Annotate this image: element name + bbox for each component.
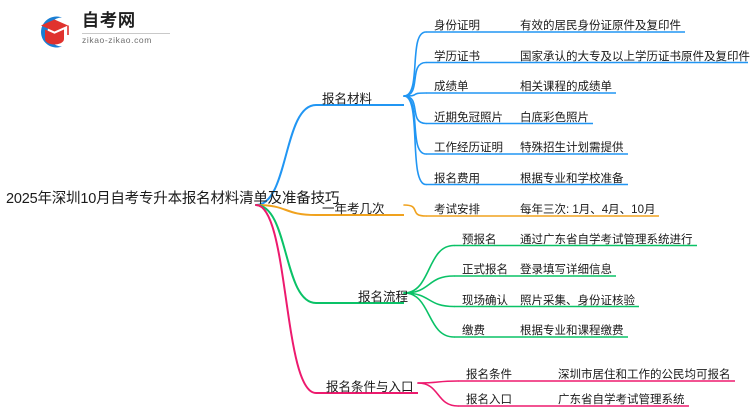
child-label-4-2[interactable]: 报名入口 — [466, 394, 512, 406]
branch-label-1[interactable]: 报名材料 — [322, 92, 373, 106]
child-label-1-1[interactable]: 身份证明 — [434, 20, 480, 32]
child-label-1-3[interactable]: 成绩单 — [434, 81, 469, 93]
child-label-1-5[interactable]: 工作经历证明 — [434, 142, 503, 154]
child-label-3-3[interactable]: 现场确认 — [462, 294, 508, 307]
zikao-graduation-cap-logo-icon — [41, 16, 69, 48]
branch-label-2[interactable]: 一年考几次 — [322, 202, 385, 216]
child-value-3-4: 根据专业和课程缴费 — [520, 325, 624, 337]
child-label-1-6[interactable]: 报名费用 — [434, 172, 480, 185]
root-node-label: 2025年深圳10月自考专升本报名材料清单及准备技巧 — [6, 191, 340, 207]
site-logo: 自考网 zikao-zikao.com — [30, 8, 170, 56]
child-label-3-2[interactable]: 正式报名 — [462, 264, 508, 276]
logo-text: 自考网 zikao-zikao.com — [82, 11, 172, 45]
child-label-3-1[interactable]: 预报名 — [462, 233, 497, 246]
child-label-1-2[interactable]: 学历证书 — [434, 50, 480, 63]
child-value-1-5: 特殊招生计划需提供 — [520, 142, 624, 154]
logo-domain: zikao-zikao.com — [82, 35, 152, 45]
branch-label-3[interactable]: 报名流程 — [358, 290, 409, 304]
child-label-1-4[interactable]: 近期免冠照片 — [434, 111, 503, 124]
child-value-1-3: 相关课程的成绩单 — [520, 81, 612, 93]
child-value-1-6: 根据专业和学校准备 — [520, 172, 624, 185]
logo-divider — [82, 33, 170, 34]
child-label-4-1[interactable]: 报名条件 — [466, 369, 512, 381]
child-value-1-2: 国家承认的大专及以上学历证书原件及复印件 — [520, 50, 750, 63]
child-value-3-2: 登录填写详细信息 — [520, 264, 612, 276]
child-label-3-4[interactable]: 缴费 — [462, 325, 485, 337]
logo-title: 自考网 — [82, 11, 136, 30]
child-value-2-1: 每年三次: 1月、4月、10月 — [520, 204, 656, 216]
branch-label-4[interactable]: 报名条件与入口 — [326, 380, 414, 394]
child-value-4-2: 广东省自学考试管理系统 — [558, 394, 685, 406]
child-value-4-1: 深圳市居住和工作的公民均可报名 — [558, 369, 731, 381]
child-value-3-1: 通过广东省自学考试管理系统进行 — [520, 233, 693, 246]
child-label-2-1[interactable]: 考试安排 — [434, 204, 480, 216]
child-value-1-1: 有效的居民身份证原件及复印件 — [520, 20, 681, 32]
child-value-1-4: 白底彩色照片 — [520, 111, 589, 124]
child-value-3-3: 照片采集、身份证核验 — [520, 294, 635, 307]
